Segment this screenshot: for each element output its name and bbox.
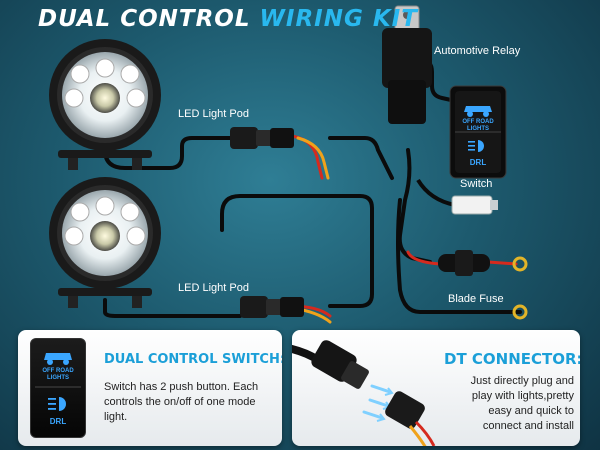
panel-switch-offroad-line2: LIGHTS xyxy=(47,375,69,381)
dt-connector-description: Just directly plug and play with lights,… xyxy=(470,375,574,432)
dt-connector-heading: DT CONNECTOR: xyxy=(444,350,580,368)
fuse-label: Blade Fuse xyxy=(448,293,504,305)
pod-top-label: LED Light Pod xyxy=(178,108,249,120)
dual-control-switch-panel: OFF ROAD LIGHTS DRL DUAL CONTROL SWITCH:… xyxy=(18,330,282,446)
dual-control-heading: DUAL CONTROL SWITCH: xyxy=(104,352,282,367)
black-wires xyxy=(103,58,522,318)
rocker-switch-icon xyxy=(449,85,507,179)
dt-connector-panel: DT CONNECTOR: Just directly plug and pla… xyxy=(292,330,580,446)
switch-offroad-line2: LIGHTS xyxy=(467,126,489,132)
blade-fuse-icon xyxy=(438,250,490,276)
panel-switch-drl: DRL xyxy=(49,417,67,426)
drl-icon xyxy=(468,140,484,152)
jeep-icon xyxy=(35,353,81,411)
dt-connector-icon xyxy=(292,340,436,446)
light-pod-icon xyxy=(49,177,161,308)
relay-icon xyxy=(382,5,432,124)
title-part2: WIRING KIT xyxy=(259,6,418,32)
title-part1: DUAL CONTROL xyxy=(38,6,251,32)
jeep-icon xyxy=(464,106,492,112)
switch-harness xyxy=(416,178,456,207)
light-pod-icon xyxy=(49,39,161,170)
pod-bottom-label: LED Light Pod xyxy=(178,282,249,294)
panel-switch-offroad-line1: OFF ROAD xyxy=(42,368,74,374)
switch-plug-icon xyxy=(451,195,498,215)
relay-label: Automotive Relay xyxy=(434,45,521,57)
ring-terminals xyxy=(512,256,528,320)
dt-connector-bottom xyxy=(240,296,304,318)
switch-drl-label: DRL xyxy=(470,158,487,167)
dt-connector-top xyxy=(230,127,294,149)
dual-control-description: Switch has 2 push button. Each controls … xyxy=(104,381,259,423)
page-title: DUAL CONTROL WIRING KIT xyxy=(38,6,418,32)
rocker-switch-icon: OFF ROAD LIGHTS DRL xyxy=(30,338,86,438)
switch-label: Switch xyxy=(460,178,493,190)
switch-offroad-line1: OFF ROAD xyxy=(462,119,494,125)
